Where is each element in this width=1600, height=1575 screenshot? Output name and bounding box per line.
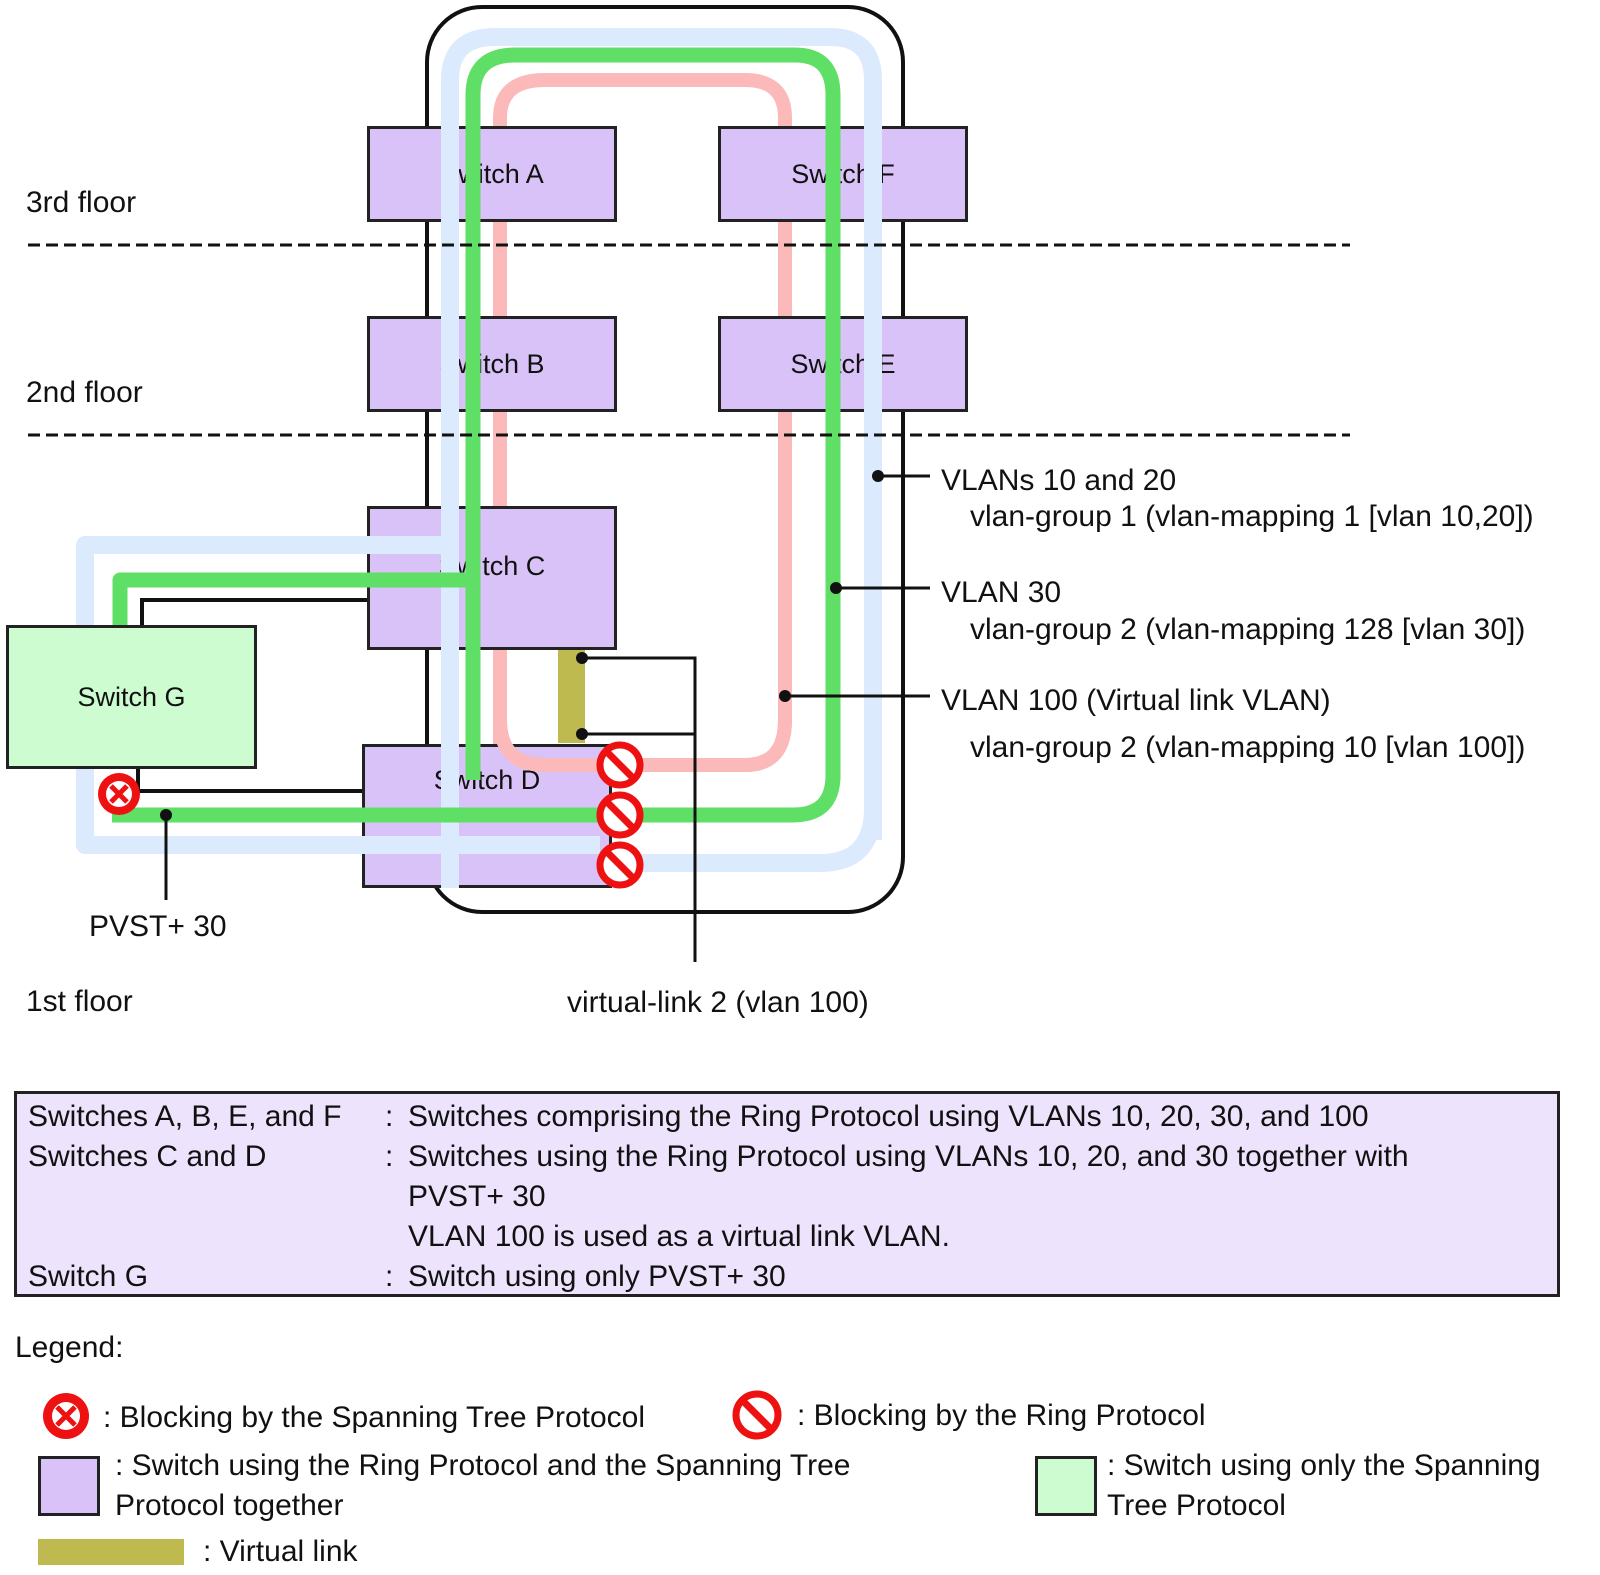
info-label-2: Switches C and D: [28, 1140, 267, 1173]
annotation-virtual-link: virtual-link 2 (vlan 100): [567, 986, 869, 1019]
switch-a: Switch A: [367, 126, 617, 222]
switch-f: Switch F: [718, 126, 968, 222]
ring-block-marker-1: [596, 741, 644, 789]
annotation-vlan-10-20-group: vlan-group 1 (vlan-mapping 1 [vlan 10,20…: [970, 500, 1534, 533]
info-text-2: Switches using the Ring Protocol using V…: [408, 1140, 1409, 1173]
info-text-3: Switch using only PVST+ 30: [408, 1260, 786, 1293]
floor-label-2: 2nd floor: [26, 376, 143, 409]
switch-g: Switch G: [6, 625, 257, 769]
annotation-vlan-30: VLAN 30: [941, 576, 1062, 609]
annotation-pvst: PVST+ 30: [89, 910, 227, 943]
info-text-2c: VLAN 100 is used as a virtual link VLAN.: [408, 1220, 950, 1253]
switch-e: Switch E: [718, 316, 968, 412]
info-label-3: Switch G: [28, 1260, 149, 1293]
annotation-vlan-10-20: VLANs 10 and 20: [941, 464, 1177, 497]
legend-stp-only-switch-label-1: : Switch using only the Spanning: [1107, 1449, 1541, 1482]
info-text-2b: PVST+ 30: [408, 1180, 546, 1213]
floor-label-1: 1st floor: [26, 985, 133, 1018]
legend-stp-block-label: : Blocking by the Spanning Tree Protocol: [103, 1401, 645, 1434]
info-text-1: Switches comprising the Ring Protocol us…: [408, 1100, 1369, 1133]
callout-line-virtual-link: [582, 656, 697, 962]
legend-ring-block-label: : Blocking by the Ring Protocol: [797, 1399, 1206, 1432]
legend-virtual-link-icon: [38, 1539, 184, 1565]
switch-description-box: Switches A, B, E, and F : Switches compr…: [14, 1091, 1560, 1297]
cable-g-c: [140, 598, 368, 625]
ring-block-marker-2: [596, 791, 644, 839]
legend-virtual-link-label: : Virtual link: [203, 1535, 358, 1568]
annotation-vlan-30-group: vlan-group 2 (vlan-mapping 128 [vlan 30]…: [970, 613, 1526, 646]
vlan-100-overlay: [493, 222, 792, 772]
virtual-link-bar: [558, 648, 585, 743]
legend-ring-stp-switch-label-1: : Switch using the Ring Protocol and the…: [115, 1449, 851, 1482]
legend-ring-stp-switch-icon: [38, 1456, 100, 1516]
info-sep-2: :: [385, 1140, 394, 1173]
info-sep-3: :: [385, 1260, 394, 1293]
vlan-10-20-ring: [76, 28, 882, 854]
ring-block-marker-3: [596, 841, 644, 889]
annotation-vlan-100-group: vlan-group 2 (vlan-mapping 10 [vlan 100]…: [970, 731, 1526, 764]
legend-stp-only-switch-icon: [1035, 1456, 1097, 1516]
annotation-vlan-100: VLAN 100 (Virtual link VLAN): [941, 684, 1331, 717]
stp-block-marker: [98, 773, 140, 815]
legend-stp-only-switch-label-2: Tree Protocol: [1107, 1489, 1286, 1522]
legend-ring-stp-switch-label-2: Protocol together: [115, 1489, 344, 1522]
floor-label-3: 3rd floor: [26, 186, 137, 219]
legend-ring-block-icon: [732, 1390, 782, 1440]
info-sep-1: :: [385, 1100, 394, 1133]
legend-title: Legend:: [15, 1331, 124, 1364]
info-label-1: Switches A, B, E, and F: [28, 1100, 342, 1133]
legend-stp-block-icon: [43, 1393, 89, 1439]
